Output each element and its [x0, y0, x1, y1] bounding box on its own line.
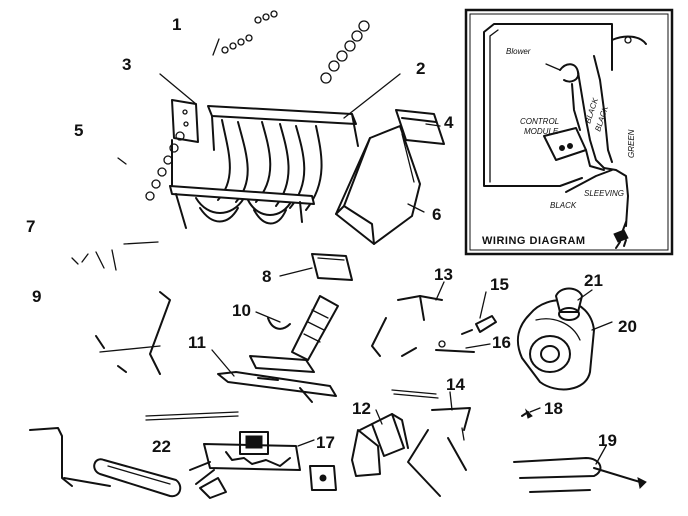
callouts: 1 2 3 4 5 6 7 8 9 10 11 12 13 14 15 16 1…: [26, 15, 637, 456]
callout-10: 10: [232, 301, 251, 320]
callout-22: 22: [152, 437, 171, 456]
part-bracket-14: [407, 407, 471, 497]
callout-5: 5: [74, 121, 83, 140]
callout-4: 4: [444, 113, 454, 132]
wiring-label-green: GREEN: [627, 129, 636, 158]
part-bracket-9: [95, 291, 171, 375]
callout-6: 6: [432, 205, 441, 224]
wiring-label-control: CONTROL: [520, 117, 559, 126]
callout-8: 8: [262, 267, 271, 286]
part-plate-4: [395, 109, 445, 145]
wiring-diagram-title: WIRING DIAGRAM: [482, 235, 586, 247]
part-screw-18: [521, 408, 533, 419]
part-fittings-15-16: [435, 315, 497, 353]
callout-19: 19: [598, 431, 617, 450]
callout-20: 20: [618, 317, 637, 336]
part-screws-7: [71, 241, 159, 271]
callout-18: 18: [544, 399, 563, 418]
callout-12: 12: [352, 399, 371, 418]
wiring-label-module: MODULE: [524, 127, 559, 136]
part-heat-exchanger: [169, 99, 359, 229]
part-shield-11: [145, 371, 337, 421]
part-rod-10: [249, 295, 339, 373]
part-insulation-block: [335, 125, 421, 245]
callout-7: 7: [26, 217, 35, 236]
callout-21: 21: [584, 271, 603, 290]
wiring-label-sleeving: SLEEVING: [584, 189, 624, 198]
part-power-cord-19: [513, 457, 647, 493]
wiring-label-black-3: BLACK: [550, 201, 577, 210]
part-tube-22: [29, 427, 182, 498]
callout-9: 9: [32, 287, 41, 306]
wiring-diagram-inset: Blower CONTROL MODULE BLACK BLACK GREEN …: [464, 8, 674, 256]
callout-15: 15: [490, 275, 509, 294]
leader-lines: [159, 73, 613, 465]
part-screws: [212, 10, 370, 84]
callout-3: 3: [122, 55, 131, 74]
callout-11: 11: [188, 333, 206, 352]
callout-14: 14: [446, 375, 465, 394]
callout-17: 17: [316, 433, 335, 452]
part-washers: [117, 131, 185, 201]
part-plate-8: [311, 253, 353, 281]
wiring-label-blower: Blower: [506, 47, 531, 56]
callout-13: 13: [434, 265, 453, 284]
callout-2: 2: [416, 59, 425, 78]
callout-16: 16: [492, 333, 511, 352]
part-control-module: [189, 431, 337, 499]
part-bracket-13: [371, 295, 443, 399]
callout-1: 1: [172, 15, 181, 34]
part-bracket-12: [351, 413, 409, 477]
part-blower-motor: [516, 287, 595, 391]
